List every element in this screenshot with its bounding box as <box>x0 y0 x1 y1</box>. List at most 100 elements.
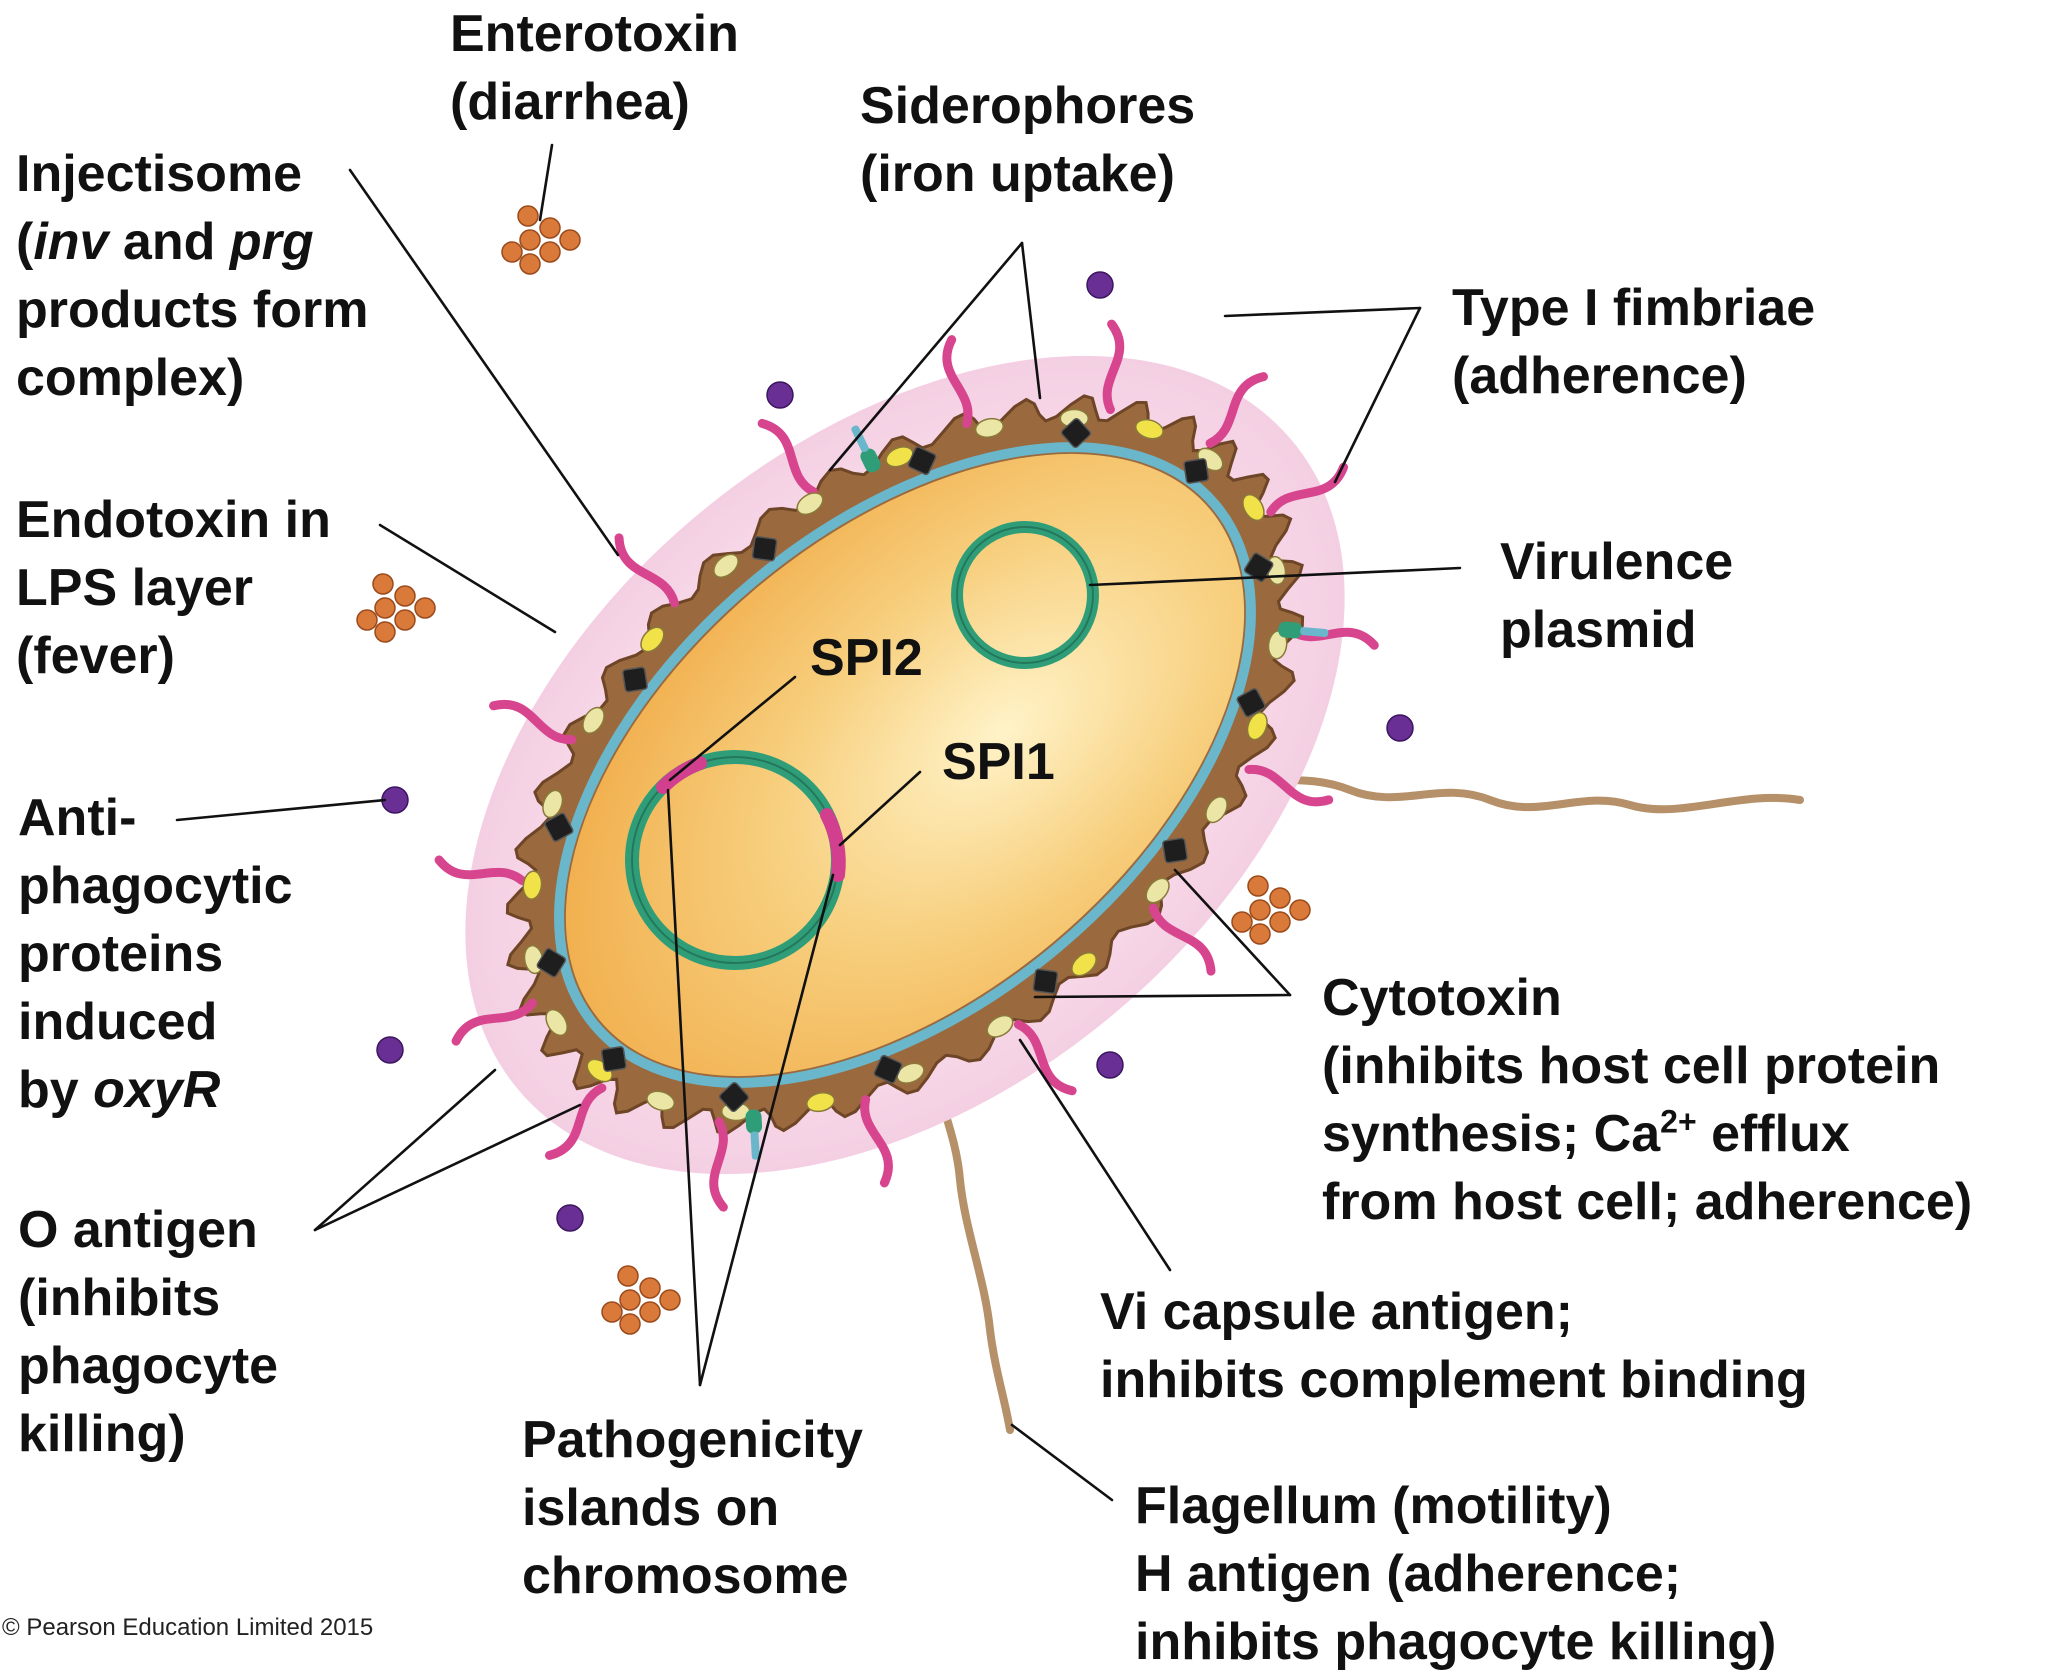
leader-flagellum <box>1010 1423 1114 1502</box>
fimbria <box>757 418 818 497</box>
label-spi2: SPI2 <box>810 629 923 687</box>
fimbria <box>942 335 973 429</box>
enterotoxin-particle <box>1247 875 1269 897</box>
leader-fimbriae-a <box>1223 306 1422 318</box>
antiphagocytic-protein <box>1386 714 1414 742</box>
enterotoxin-particle <box>539 217 561 239</box>
injectisome <box>1278 621 1329 639</box>
leader-antiphagocytic <box>175 798 387 822</box>
cytotoxin-molecule <box>885 446 914 468</box>
label-antiphagocytic-proteins: Anti- phagocytic proteins induced by oxy… <box>18 789 293 1119</box>
enterotoxin-particle <box>394 609 416 631</box>
siderophore-receptor <box>1183 458 1210 484</box>
fimbria <box>860 1095 893 1188</box>
injectisome-base <box>1278 621 1303 639</box>
enterotoxin-particle <box>1249 923 1271 945</box>
fimbria <box>1102 319 1125 414</box>
label-cytotoxin: Cytotoxin (inhibits host cell protein sy… <box>1322 969 1973 1231</box>
enterotoxin-cluster <box>501 205 581 275</box>
injectisome-base <box>860 448 881 473</box>
o-antigen <box>796 492 824 516</box>
chromosome <box>625 750 846 970</box>
label-o-antigen: O antigen (inhibits phagocyte killing) <box>18 1201 279 1463</box>
injectisome <box>745 1109 763 1160</box>
enterotoxin-particle <box>619 1289 641 1311</box>
leader-spi2 <box>668 675 797 782</box>
fimbria-strand <box>489 699 577 745</box>
enterotoxin-particle <box>1269 887 1291 909</box>
free-molecules <box>356 205 1414 1335</box>
cytotoxin-molecule <box>640 626 665 653</box>
siderophore-receptor <box>622 666 648 693</box>
enterotoxin-particle <box>519 253 541 275</box>
enterotoxin-particle <box>539 241 561 263</box>
siderophore-receptor <box>1162 837 1188 864</box>
surface-features <box>434 319 1379 1212</box>
siderophore-receptor <box>544 812 574 842</box>
o-antigen <box>545 1008 568 1037</box>
fimbria-strand <box>434 855 527 885</box>
fimbria-strand <box>757 418 818 497</box>
siderophore-receptor <box>718 1081 750 1113</box>
fimbria-strand <box>1013 1019 1077 1096</box>
fimbria-strand <box>942 335 973 429</box>
injectisome-needle <box>750 1131 760 1160</box>
enterotoxin-particle <box>559 229 581 251</box>
label-spi1: SPI1 <box>942 733 1055 791</box>
leader-cytotoxin-a <box>1173 868 1292 997</box>
enterotoxin-particle <box>1289 899 1311 921</box>
injectisome-needle <box>851 425 869 453</box>
label-enterotoxin: Enterotoxin (diarrhea) <box>450 5 739 131</box>
fimbria-strand <box>709 1117 728 1212</box>
injectisome <box>851 425 881 473</box>
virulence-plasmid-outline <box>956 526 1094 664</box>
fimbria-strand <box>1102 319 1125 414</box>
leader-lines <box>175 143 1462 1502</box>
o-antigen <box>974 417 1004 438</box>
fimbria <box>614 533 679 608</box>
antiphagocytic-protein <box>376 1036 404 1064</box>
antiphagocytic-protein <box>1086 271 1114 299</box>
flagellum-right <box>1191 766 1804 814</box>
plasmid <box>951 521 1099 669</box>
siderophore-receptor <box>1236 688 1266 718</box>
siderophore-receptor <box>1032 968 1059 995</box>
enterotoxin-cluster <box>356 573 436 643</box>
leader-oantigen-b <box>313 1103 582 1232</box>
siderophore-receptor <box>751 535 778 562</box>
label-injectisome: Injectisome (inv and prg products form c… <box>16 145 369 407</box>
fimbria <box>709 1117 728 1212</box>
enterotoxin-particle <box>601 1301 623 1323</box>
fimbria-strand <box>614 533 679 608</box>
enterotoxin-particle <box>501 241 523 263</box>
enterotoxin-particle <box>1231 911 1253 933</box>
fimbria <box>1148 903 1216 976</box>
fimbria-strand <box>1148 903 1216 976</box>
fimbria-strand <box>1244 764 1334 807</box>
spi1-island <box>820 808 846 882</box>
fimbria-strand <box>1205 372 1268 448</box>
o-antigen <box>713 553 739 578</box>
fimbria <box>451 998 537 1046</box>
fimbria <box>1244 764 1334 807</box>
leader-enterotoxin <box>538 143 554 222</box>
enterotoxin-particle <box>414 597 436 619</box>
o-antigen <box>1145 877 1170 904</box>
leader-cytotoxin-b <box>1033 993 1292 999</box>
cytotoxin-molecule <box>522 870 543 900</box>
leader-spi1 <box>838 770 922 847</box>
cytotoxin-molecule <box>1246 711 1268 741</box>
fimbria-strand <box>451 998 537 1046</box>
cytotoxin-molecule <box>806 1092 836 1113</box>
leader-injectisome <box>348 168 620 557</box>
enterotoxin-particle <box>1249 899 1271 921</box>
antiphagocytic-protein <box>766 381 794 409</box>
o-antigen <box>896 1062 925 1084</box>
fimbria <box>544 1083 607 1160</box>
antiphagocytic-protein <box>556 1204 584 1232</box>
siderophore-receptor <box>600 1046 627 1072</box>
copyright-notice: © Pearson Education Limited 2015 <box>2 1614 374 1641</box>
leader-siderophores-a <box>828 241 1024 472</box>
label-type1-fimbriae: Type I fimbriae (adherence) <box>1452 279 1816 405</box>
